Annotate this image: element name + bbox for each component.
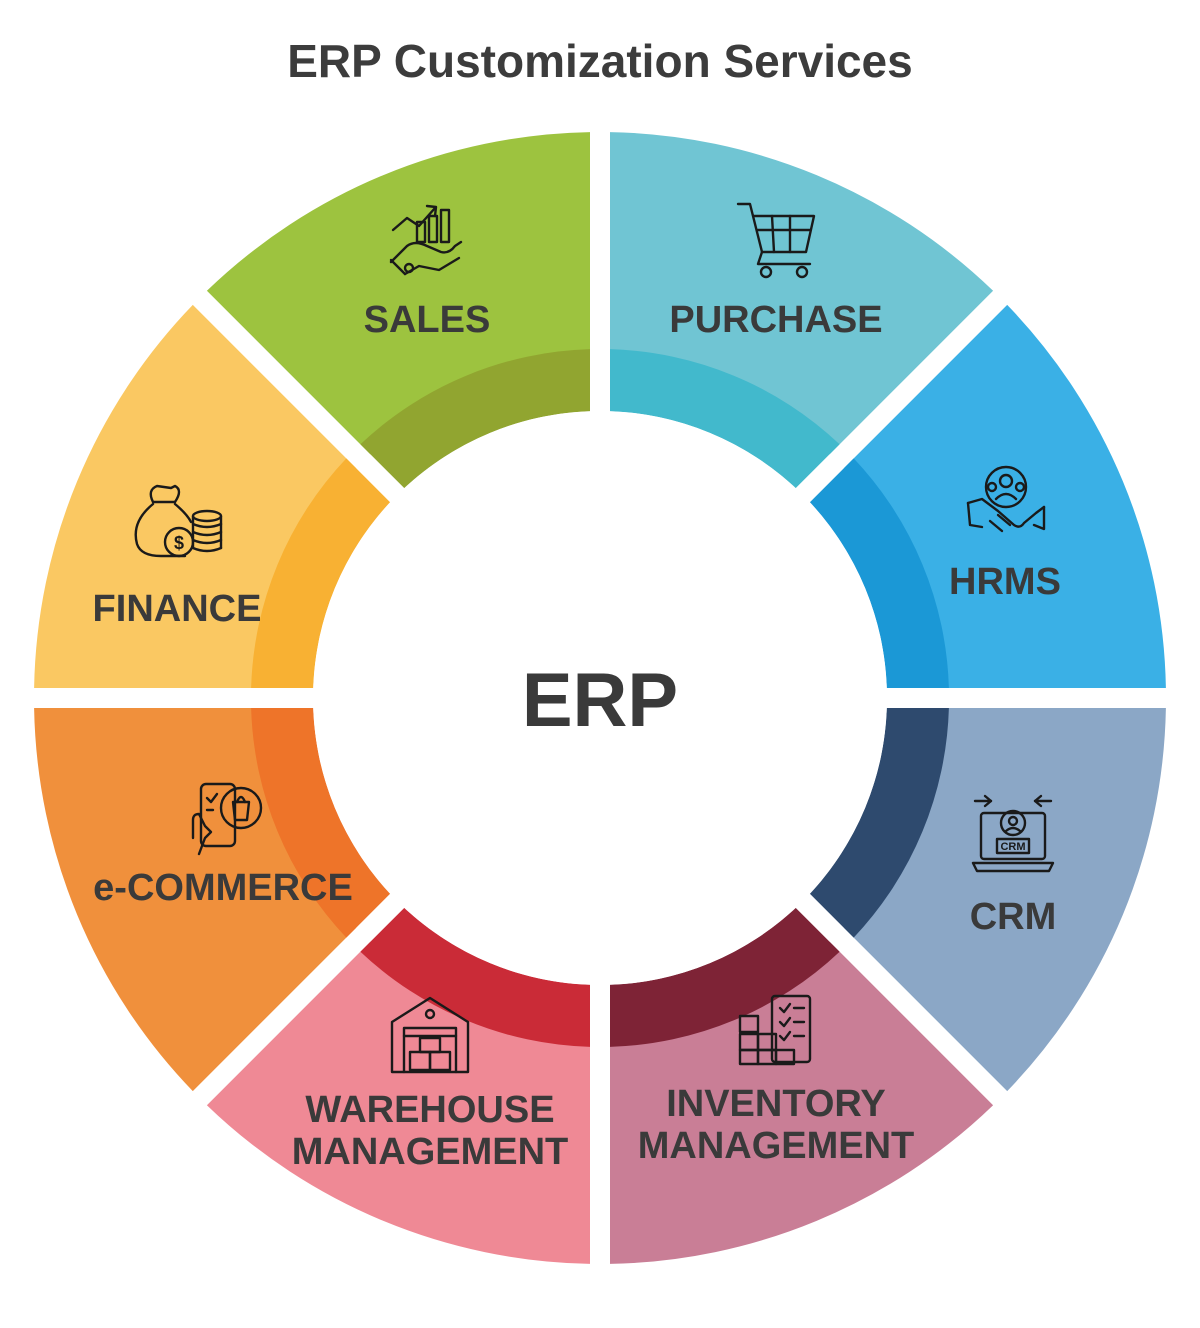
center-label: ERP bbox=[522, 658, 678, 743]
segment-label-ecommerce: e-COMMERCE bbox=[93, 867, 353, 909]
segment-label-line: MANAGEMENT bbox=[638, 1125, 915, 1167]
mobile-shopping-icon bbox=[191, 782, 263, 856]
money-bag-icon: $ bbox=[134, 484, 223, 558]
segment-label-line: SALES bbox=[364, 299, 491, 341]
svg-text:$: $ bbox=[174, 533, 184, 553]
center-circle bbox=[313, 411, 887, 985]
diagram-title: ERP Customization Services bbox=[287, 35, 913, 87]
inventory-checklist-icon bbox=[738, 994, 812, 1066]
crm-laptop-icon: CRM bbox=[971, 794, 1055, 873]
segment-crm-inner-band bbox=[809, 708, 949, 938]
segment-warehouse-inner-band bbox=[360, 907, 590, 1047]
segment-inventory-inner-band bbox=[610, 907, 840, 1047]
segment-label-hrms: HRMS bbox=[949, 561, 1061, 603]
segment-label-line: FINANCE bbox=[93, 588, 262, 630]
sales-growth-icon bbox=[389, 204, 463, 276]
segment-label-line: e-COMMERCE bbox=[93, 867, 353, 909]
segment-label-line: CRM bbox=[970, 896, 1057, 938]
team-handshake-icon bbox=[966, 465, 1046, 533]
segment-ecommerce-inner-band bbox=[251, 708, 391, 938]
segment-label-line: INVENTORY bbox=[666, 1083, 886, 1125]
svg-text:CRM: CRM bbox=[1000, 841, 1025, 853]
segment-label-line: MANAGEMENT bbox=[292, 1131, 569, 1173]
segment-finance-inner-band bbox=[251, 458, 391, 688]
segment-label-crm: CRM bbox=[970, 896, 1057, 938]
segment-label-line: PURCHASE bbox=[669, 299, 882, 341]
segment-label-finance: FINANCE bbox=[93, 588, 262, 630]
segment-label-line: WAREHOUSE bbox=[305, 1089, 554, 1131]
segment-sales-inner-band bbox=[360, 349, 590, 489]
warehouse-icon bbox=[390, 996, 470, 1074]
segment-label-line: HRMS bbox=[949, 561, 1061, 603]
shopping-cart-icon bbox=[736, 202, 816, 279]
segment-purchase-inner-band bbox=[610, 349, 840, 489]
segment-label-sales: SALES bbox=[364, 299, 491, 341]
segment-label-purchase: PURCHASE bbox=[669, 299, 882, 341]
segment-hrms-inner-band bbox=[809, 458, 949, 688]
